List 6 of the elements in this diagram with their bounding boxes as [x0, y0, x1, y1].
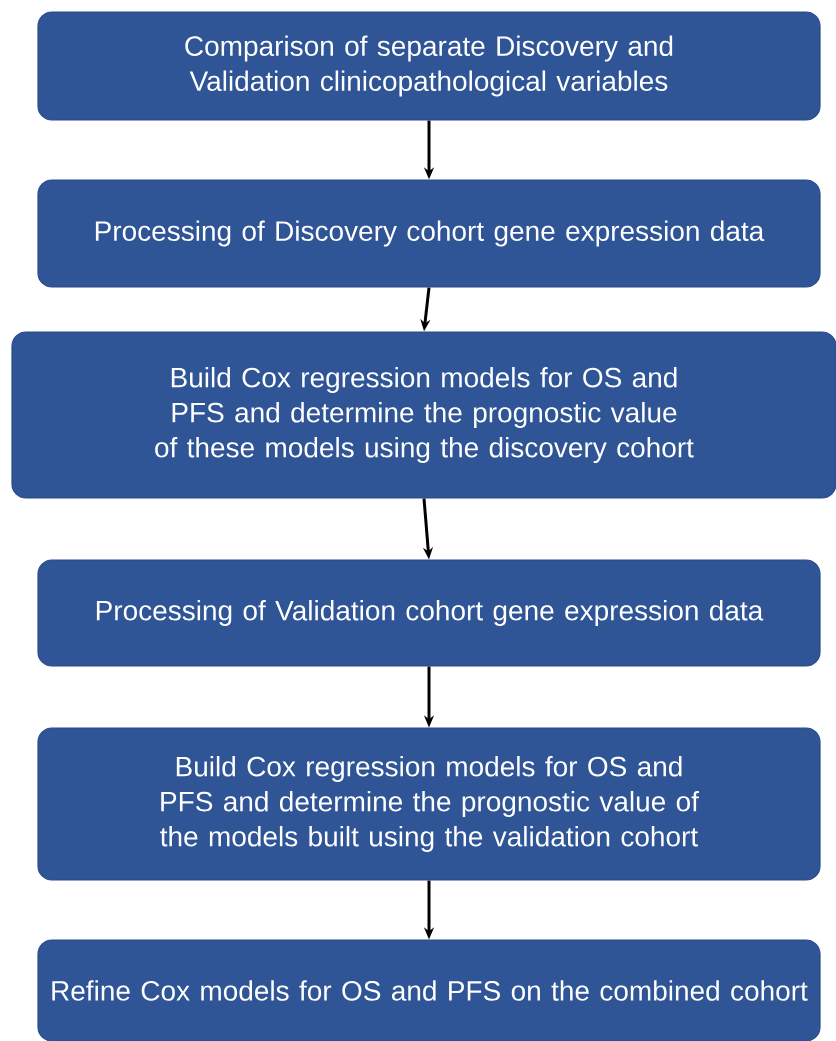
process-box: Comparison of separate Discovery and Validation clinicopathological variables	[37, 11, 821, 121]
process-box: Refine Cox models for OS and PFS on the combined cohort	[37, 939, 821, 1041]
process-box: Processing of Discovery cohort gene expression data	[37, 179, 821, 288]
process-box: Processing of Validation cohort gene expression data	[37, 559, 821, 667]
process-box: Build Cox regression models for OS and PFS and determine the prognostic value of the models built using the validation cohort	[37, 727, 821, 881]
process-box: Build Cox regression models for OS and PFS and determine the prognostic value of these models using the discovery cohort	[11, 331, 836, 499]
